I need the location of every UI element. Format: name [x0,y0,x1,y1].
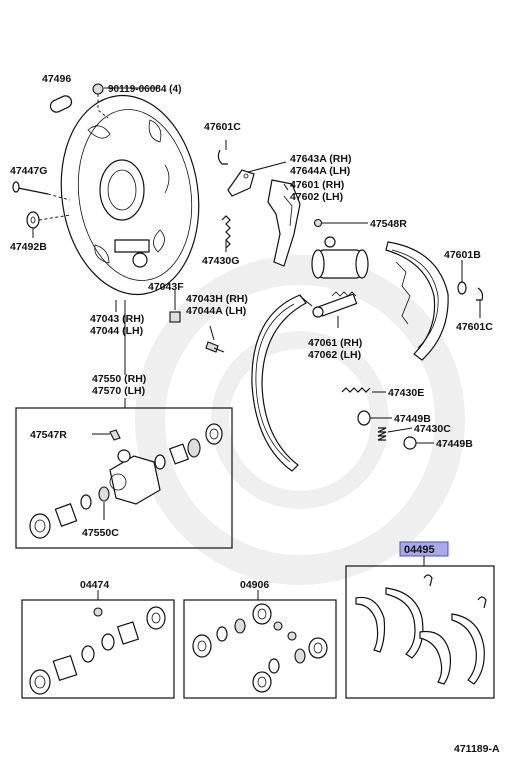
kit04906-cap-top[interactable] [252,603,272,625]
callout-47449b-top[interactable]: 47449B [394,413,431,425]
callout-47496[interactable]: 47496 [42,73,71,85]
brake-shoe-front[interactable] [385,241,449,361]
return-spring-47430e[interactable] [341,387,371,393]
wheel-cylinder-breakdown-box [15,407,233,549]
callout-47447g[interactable]: 47447G [10,165,47,177]
callout-47062[interactable]: 47062 (LH) [308,349,361,361]
callout-47644a[interactable]: 47644A (LH) [290,165,350,177]
adjusting-lever-47601[interactable] [267,179,301,267]
callout-47602[interactable]: 47602 (LH) [290,191,343,203]
callout-47643a[interactable]: 47643A (RH) [290,153,351,165]
cylinder-piston-right[interactable] [168,443,190,465]
cylinder-spring-47550c[interactable] [98,486,110,502]
callout-47550[interactable]: 47550 (RH) [92,373,146,385]
bolt-90119[interactable] [92,83,104,95]
callout-90119[interactable]: 90119-06084 (4) [108,84,181,95]
cylinder-cup-right-1[interactable] [154,454,166,470]
callout-47601c-top[interactable]: 47601C [204,121,241,133]
spring-47430c[interactable] [377,427,387,441]
kit04906-cup-2[interactable] [234,618,246,634]
cup-47449b-bottom[interactable] [403,436,417,450]
anchor-pin-47043f[interactable] [169,311,181,323]
callout-47044a[interactable]: 47044A (LH) [186,305,246,317]
cylinder-kit-04906-box [183,599,337,699]
shoe-kit-box [345,565,495,699]
callout-47601c-right[interactable]: 47601C [456,321,493,333]
cup-47449b-top[interactable] [357,410,371,426]
kit04906-cap-right[interactable] [308,637,328,659]
callout-47430g[interactable]: 47430G [202,255,239,267]
callout-04906[interactable]: 04906 [240,579,269,591]
kit04906-cap-bottom[interactable] [252,671,272,693]
bolt-47043h[interactable] [205,341,225,353]
callout-47547r[interactable]: 47547R [30,429,67,441]
adjusting-latch-spring-47548r[interactable] [313,218,323,228]
wheel-cylinder-body[interactable] [109,449,161,505]
kit04474-piston-right[interactable] [116,621,140,645]
callout-47430e[interactable]: 47430E [388,387,424,399]
pin-47601b[interactable] [457,281,467,295]
kit04474-cap-left[interactable] [29,669,51,695]
kit04906-cap-left[interactable] [192,634,212,658]
kit-shoe-lower[interactable] [419,613,485,685]
bleeder-47547r[interactable] [109,429,121,441]
callout-47043h[interactable]: 47043H (RH) [186,293,248,305]
cylinder-cap-right[interactable] [205,423,223,445]
kit04474-cup-left[interactable] [81,645,95,663]
kit04906-cup-1[interactable] [216,626,228,642]
kit04474-cup-right[interactable] [101,633,115,651]
callout-47430c[interactable]: 47430C [414,423,451,435]
callout-47492b[interactable]: 47492B [10,241,47,253]
bleeder-plug-47496[interactable] [48,94,73,114]
cylinder-cup-left[interactable] [80,494,92,510]
clip-47601c-top[interactable] [217,149,228,165]
adjuster-47061[interactable] [312,291,358,318]
kit04906-cup-4[interactable] [294,648,306,664]
parking-brake-lever-47643a[interactable] [227,169,255,197]
callout-47061[interactable]: 47061 (RH) [308,337,362,349]
backing-plate[interactable] [49,87,212,304]
kit04906-small[interactable] [273,621,283,631]
kit04474-small[interactable] [93,607,103,617]
figure-code: 471189-A [454,743,500,755]
clip-47601c-right[interactable] [476,287,484,301]
cylinder-boot-right[interactable] [187,438,201,458]
callout-47043f[interactable]: 47043F [148,281,184,293]
kit04906-small-2[interactable] [287,631,297,641]
cylinder-piston-left[interactable] [54,503,78,527]
callout-47601b[interactable]: 47601B [444,249,481,261]
kit04906-cup-3[interactable] [268,658,280,674]
callout-04474[interactable]: 04474 [80,579,109,591]
callout-47449b-bottom[interactable]: 47449B [436,438,473,450]
tension-spring-47430g[interactable] [221,215,231,249]
callout-47550c[interactable]: 47550C [82,527,119,539]
brake-shoe-rear[interactable] [251,294,313,472]
kit-shoe-upper[interactable] [355,587,424,659]
cylinder-cap-left[interactable] [29,513,51,539]
kit04474-piston-left[interactable] [52,654,78,682]
kit-clip-right[interactable] [477,596,487,609]
kit-clip-top[interactable] [423,574,433,587]
watermark [135,255,465,585]
wheel-cylinder-47550[interactable] [311,236,369,279]
kit04474-cap-right[interactable] [146,606,166,630]
shoe-hold-down-pin-47447g[interactable] [12,181,49,195]
callout-47601[interactable]: 47601 (RH) [290,179,344,191]
callout-47548r[interactable]: 47548R [370,218,407,230]
callout-04495[interactable]: 04495 [404,544,435,556]
callout-47043[interactable]: 47043 (RH) [90,313,144,325]
callout-47570[interactable]: 47570 (LH) [92,385,145,397]
washer-47492b[interactable] [26,211,40,229]
callout-47044[interactable]: 47044 (LH) [90,325,143,337]
